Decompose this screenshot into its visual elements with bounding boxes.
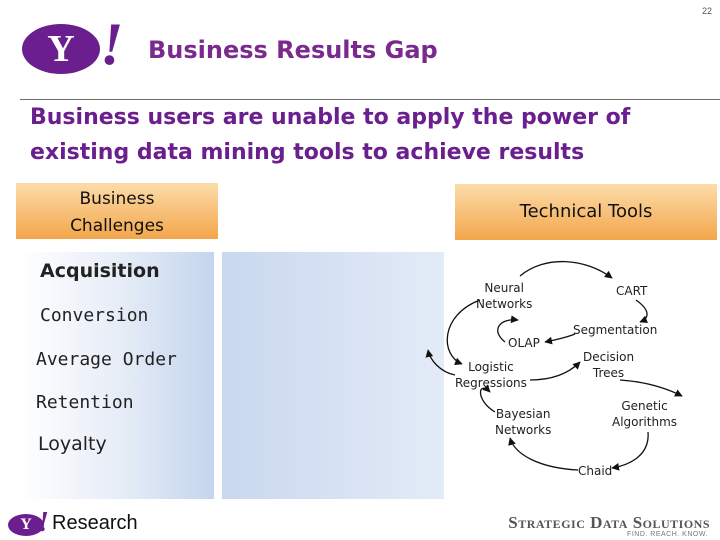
arrow-bayesian-to-logistic: [479, 384, 496, 413]
tool-bayesian-networks-line1: Bayesian: [495, 407, 551, 421]
slide-subtitle: Business users are unable to apply the p…: [30, 100, 720, 170]
arrow-decision-to-genetic: [619, 379, 683, 397]
subtitle-line-2: existing data mining tools to achieve re…: [30, 140, 585, 165]
business-challenges-header-line1: Business: [79, 189, 155, 209]
tool-genetic-algorithms-line2: Algorithms: [612, 415, 678, 429]
business-challenges-header-line2: Challenges: [70, 216, 164, 236]
arrow-neural-to-logistic: [446, 299, 481, 365]
tool-decision-trees-line2: Trees: [592, 366, 625, 380]
tool-logistic-regressions-line1: Logistic: [468, 360, 514, 374]
slide-title: Business Results Gap: [148, 36, 438, 64]
technical-tools-header-label: Technical Tools: [519, 201, 653, 222]
arrow-neural-to-cart: [519, 260, 613, 279]
arrow-logistic-to-decision: [529, 361, 581, 381]
tool-decision-trees-line1: Decision: [583, 350, 635, 364]
arrow-genetic-to-chaid: [611, 431, 649, 471]
tool-bayesian-networks-line2: Networks: [495, 423, 552, 437]
yahoo-logo: Y: [22, 24, 100, 74]
arrow-segmentation-to-olap: [544, 333, 576, 345]
tool-neural-networks-line1: Neural: [484, 281, 524, 295]
tool-logistic-regressions-line2: Regressions: [455, 376, 527, 390]
results-gap-panel: [222, 252, 444, 499]
tool-olap: OLAP: [508, 336, 540, 350]
arrow-olap-to-neural: [497, 315, 519, 343]
arrow-cart-to-segmentation: [635, 299, 648, 324]
challenge-acquisition: Acquisition: [40, 260, 160, 282]
research-label: Research: [52, 512, 138, 534]
technical-tools-header: Technical Tools: [455, 184, 717, 240]
subtitle-line-1: Business users are unable to apply the p…: [30, 105, 631, 130]
challenge-loyalty: Loyalty: [38, 433, 107, 455]
tool-neural-networks: Neural Networks: [476, 280, 532, 312]
page-number: 22: [701, 6, 712, 16]
tool-logistic-regressions: Logistic Regressions: [455, 359, 527, 391]
arrow-logistic-left-loop: [425, 349, 456, 376]
tool-chaid: Chaid: [578, 464, 613, 478]
challenges-panel: [16, 252, 214, 499]
tool-genetic-algorithms-line1: Genetic: [621, 399, 668, 413]
research-logo-exclamation: !: [38, 507, 49, 538]
title-divider: [20, 99, 720, 100]
company-logo: Strategic Data Solutions: [508, 513, 710, 532]
tool-genetic-algorithms: Genetic Algorithms: [612, 398, 677, 430]
challenge-conversion: Conversion: [40, 305, 149, 326]
challenge-retention: Retention: [36, 392, 134, 413]
arrow-chaid-to-bayesian: [508, 437, 579, 471]
research-logo: Y: [8, 514, 44, 536]
tool-cart: CART: [616, 284, 648, 298]
business-challenges-header: Business Challenges: [16, 183, 218, 239]
yahoo-logo-exclamation: !: [100, 11, 124, 77]
company-tagline: FIND. REACH. KNOW.: [627, 531, 708, 538]
tool-neural-networks-line2: Networks: [476, 297, 533, 311]
challenge-average-order: Average Order: [36, 349, 177, 370]
tool-bayesian-networks: Bayesian Networks: [495, 406, 551, 438]
tool-segmentation: Segmentation: [573, 323, 658, 337]
tool-decision-trees: Decision Trees: [583, 349, 634, 381]
